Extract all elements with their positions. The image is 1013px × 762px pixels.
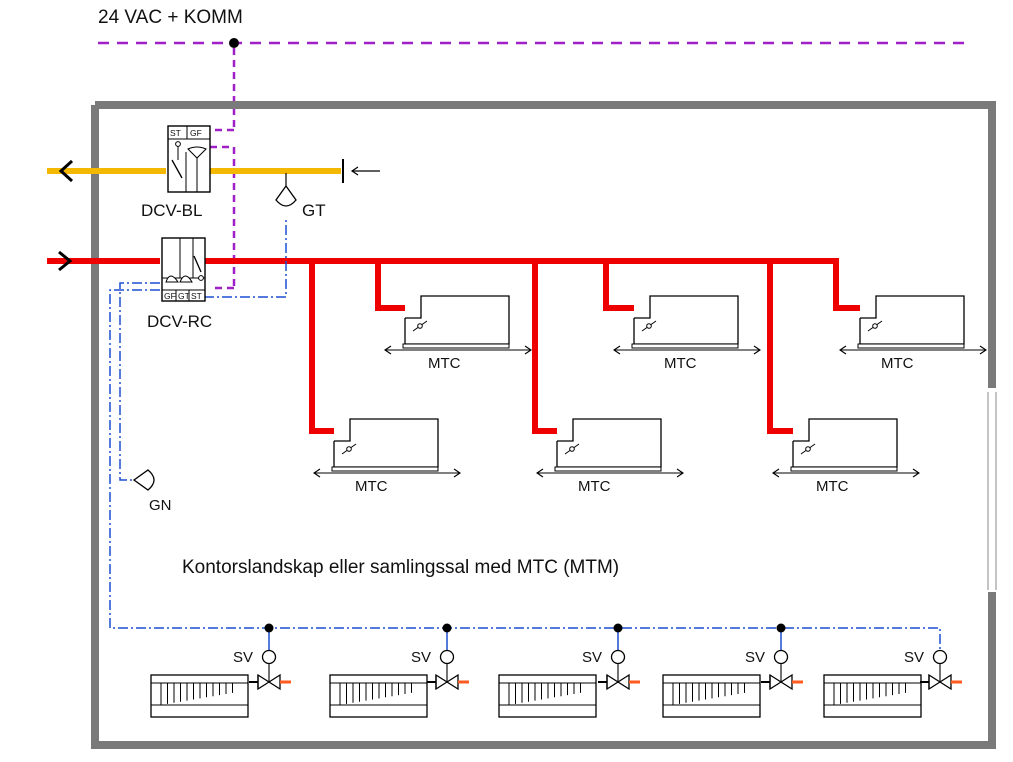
mtc-unit [536,418,684,478]
mtc-unit [772,418,920,478]
dcv-bl-port-st: ST [170,128,181,138]
sv-valve-icon [918,649,964,691]
sv-label: SV [745,649,765,666]
mtc-unit [313,418,461,478]
dcv-bl-unit: ST GF [167,125,211,193]
signal-lines [109,218,941,650]
comm-bus [98,38,965,290]
sv-label: SV [411,649,431,666]
mtc-label: MTC [428,355,461,372]
radiator [498,674,597,718]
radiator [150,674,249,718]
mtc-unit [839,295,987,355]
sv-label: SV [904,649,924,666]
sv-label: SV [233,649,253,666]
dcv-bl-label: DCV-BL [141,201,202,220]
mtc-unit [384,295,532,355]
mtc-label: MTC [578,478,611,495]
radiator [662,674,761,718]
room-description: Kontorslandskap eller samlingssal med MT… [182,557,619,578]
gt-sensor-icon [275,173,297,207]
sv-valve-icon [759,649,805,691]
gn-sensor-icon [132,469,155,491]
mtc-label: MTC [881,355,914,372]
sv-valve-icon [596,649,642,691]
supply-duct [47,250,860,434]
sv-label: SV [582,649,602,666]
gn-sensor-label: GN [149,497,172,514]
dcv-rc-port-gt: GT [178,291,190,301]
exhaust-duct [47,159,380,183]
mtc-unit [613,295,761,355]
dcv-rc-label: DCV-RC [147,312,212,331]
dcv-rc-port-st: ST [191,291,202,301]
radiator [329,674,428,718]
bus-label: 24 VAC + KOMM [98,7,243,28]
dcv-rc-port-gf: GF [164,291,176,301]
sv-valve-icon [425,649,471,691]
dcv-rc-unit: GF GT ST [161,237,206,302]
gt-sensor-label: GT [302,201,326,220]
mtc-label: MTC [816,478,849,495]
radiator [823,674,922,718]
dcv-bl-port-gf: GF [190,128,202,138]
mtc-label: MTC [355,478,388,495]
room-walls [91,101,997,749]
sv-valve-icon [247,649,293,691]
mtc-label: MTC [664,355,697,372]
